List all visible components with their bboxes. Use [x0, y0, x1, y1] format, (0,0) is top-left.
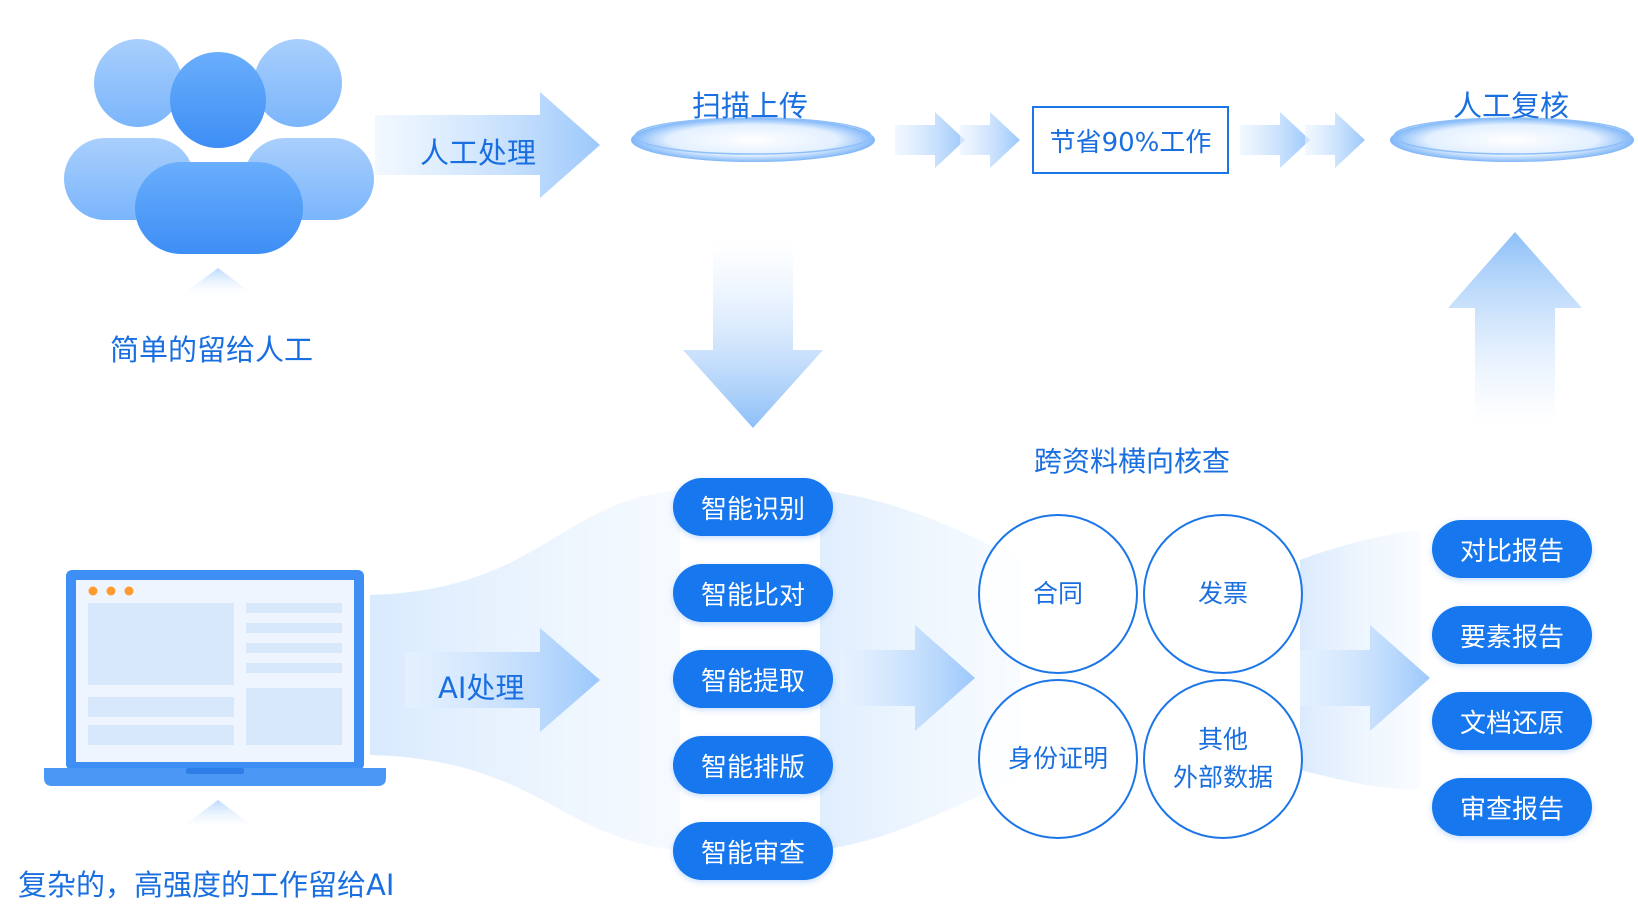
cross-check-identity: 身份证明 — [978, 679, 1138, 839]
report-elements: 要素报告 — [1432, 606, 1592, 664]
ai-function-extraction: 智能提取 — [673, 650, 833, 708]
cross-check-contract: 合同 — [978, 514, 1138, 674]
report-review: 审查报告 — [1432, 778, 1592, 836]
manual-review-label: 人工复核 — [1453, 89, 1570, 123]
ai-function-typesetting: 智能排版 — [673, 736, 833, 794]
people-caption: 简单的留给人工 — [110, 333, 314, 367]
ai-function-review: 智能审查 — [673, 822, 833, 880]
external-data-label: 外部数据 — [1172, 763, 1273, 792]
cross-check-title: 跨资料横向核查 — [1034, 445, 1231, 478]
invoice-label: 发票 — [1197, 579, 1248, 608]
ai-function-recognition: 智能识别 — [673, 478, 833, 536]
cross-check-other-external: 其他 外部数据 — [1143, 679, 1303, 839]
contract-label: 合同 — [1032, 579, 1083, 608]
scan-upload-label: 扫描上传 — [692, 89, 809, 123]
other-label: 其他 — [1197, 725, 1248, 754]
cross-check-invoice: 发票 — [1143, 514, 1303, 674]
savings-box: 节省90%工作 — [1032, 106, 1229, 174]
report-document-restore: 文档还原 — [1432, 692, 1592, 750]
identity-label: 身份证明 — [1007, 744, 1108, 773]
ai-function-comparison: 智能比对 — [673, 564, 833, 622]
laptop-icon — [44, 570, 386, 786]
laptop-caption: 复杂的，高强度的工作留给AI — [18, 868, 395, 902]
manual-processing-label: 人工处理 — [420, 136, 537, 170]
ai-processing-label: AI处理 — [438, 671, 525, 705]
report-comparison: 对比报告 — [1432, 520, 1592, 578]
people-icon — [64, 39, 374, 254]
